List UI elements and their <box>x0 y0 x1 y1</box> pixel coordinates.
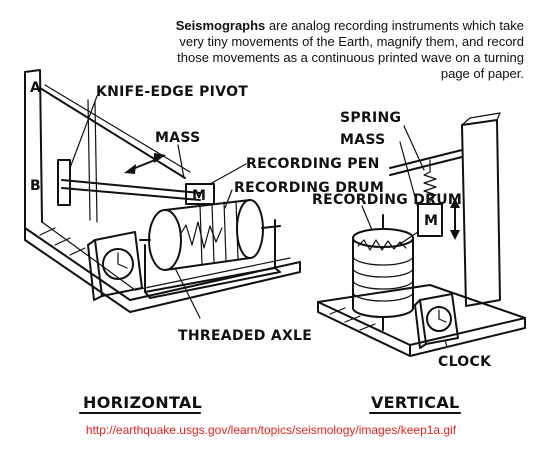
mass-leader <box>177 144 185 179</box>
vertical-base-hatching <box>329 307 376 331</box>
caption-text: are analog recording instruments which t… <box>177 18 524 81</box>
spring-coil <box>423 159 437 204</box>
vertical-drum-top <box>352 228 414 248</box>
vertical-post-top <box>461 112 501 126</box>
vertical-drum-bands <box>352 255 414 302</box>
horizontal-clock-box <box>94 231 143 297</box>
label-spring: SPRING <box>340 110 401 126</box>
label-recording-pen: RECORDING PEN <box>246 156 380 172</box>
recording-drum-leader <box>224 189 233 209</box>
horizontal-post <box>24 69 43 229</box>
label-a: A <box>30 80 41 96</box>
label-recording-drum-horizontal: RECORDING DRUM <box>234 180 384 196</box>
vertical-seismograph <box>317 112 526 357</box>
horizontal-base <box>24 227 301 313</box>
drum-cradle <box>144 219 281 299</box>
label-recording-drum-vertical: RECORDING DRUM <box>312 192 462 208</box>
recording-pen-leader <box>209 163 247 185</box>
horizontal-clock-face <box>102 248 134 280</box>
title-horizontal: HORIZONTAL <box>83 393 202 412</box>
boom-arm <box>61 179 201 201</box>
horizontal-drum-end <box>148 209 182 271</box>
recording-drum-v-leader <box>361 205 373 231</box>
clock-leader <box>444 339 448 348</box>
vertical-drum-sides <box>352 237 414 309</box>
mass-arrow-head-left <box>124 164 136 174</box>
vertical-arrow-down <box>450 230 460 240</box>
spring-leader <box>403 125 425 171</box>
suspension-wire <box>39 87 186 179</box>
vertical-back-post <box>461 119 501 307</box>
vertical-base-side <box>317 301 526 357</box>
vertical-pen-arm <box>399 231 419 245</box>
horizontal-clock-side <box>87 239 103 301</box>
drum-threads <box>199 200 239 265</box>
horizontal-drum-far-end <box>236 199 264 259</box>
label-m-vertical: M <box>424 213 438 229</box>
vertical-top-arm <box>389 149 463 176</box>
label-mass-vertical: MASS <box>340 132 386 148</box>
label-clock: CLOCK <box>438 354 492 370</box>
title-vertical: VERTICAL <box>371 393 460 412</box>
horizontal-seismogram-trace <box>179 221 223 249</box>
mass-arrow-head-right <box>154 153 166 163</box>
label-threaded-axle: THREADED AXLE <box>178 328 312 344</box>
horizontal-clock-hands <box>117 252 128 269</box>
vertical-clock-side <box>414 299 427 349</box>
suspension-wire-inner <box>44 84 191 173</box>
horizontal-mass-box <box>185 183 215 205</box>
threaded-axle-leader <box>174 267 201 319</box>
pivot-block <box>57 159 71 206</box>
caption-paragraph: Seismographs are analog recording instru… <box>154 18 524 82</box>
horizontal-axle <box>139 225 281 241</box>
horizontal-base-edge <box>41 221 291 291</box>
source-url-link[interactable]: http://earthquake.usgs.gov/learn/topics/… <box>85 423 457 437</box>
caption-bold: Seismographs <box>175 18 266 33</box>
vertical-mass-box <box>417 203 443 237</box>
knife-edge-leader <box>69 95 98 169</box>
vertical-clock-face <box>426 306 452 332</box>
vertical-drum-bottom <box>352 307 414 318</box>
vertical-clock-hands <box>438 309 447 323</box>
base-hatching <box>39 227 86 256</box>
label-m-horizontal: M <box>192 188 206 204</box>
vertical-seismogram-trace <box>357 239 407 251</box>
vertical-arrow-up <box>450 198 460 208</box>
label-mass-horizontal: MASS <box>155 130 201 146</box>
vertical-clock-box <box>419 293 459 345</box>
label-knife-edge-pivot: KNIFE-EDGE PIVOT <box>96 84 248 100</box>
label-b: B <box>30 178 41 194</box>
mass-v-leader <box>399 141 419 209</box>
horizontal-seismograph <box>24 69 301 319</box>
